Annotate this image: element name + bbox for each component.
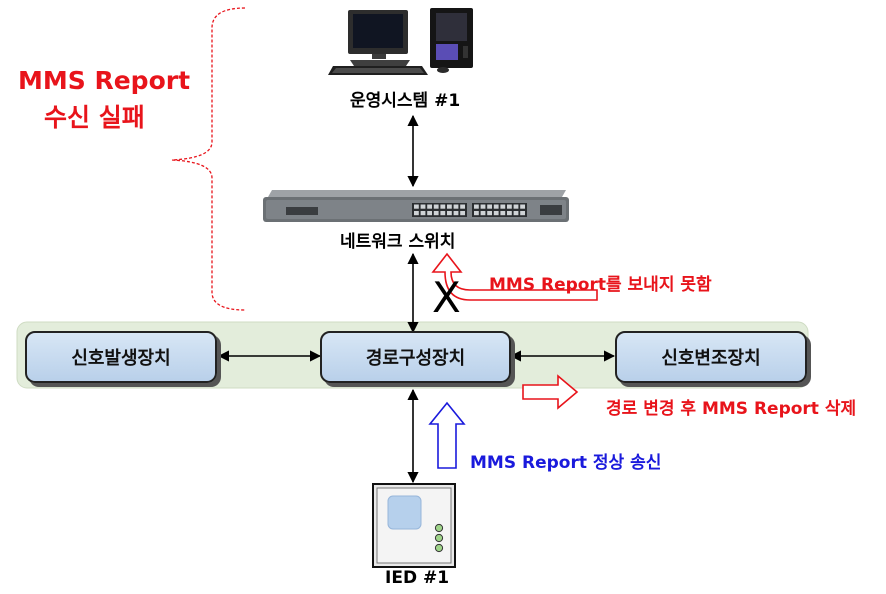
switch-port xyxy=(433,204,439,209)
operation-system-label: 운영시스템 #1 xyxy=(350,91,461,111)
switch-port xyxy=(513,204,519,209)
failure-title-line2: 수신 실패 xyxy=(44,103,145,132)
switch-port xyxy=(433,211,439,216)
switch-port xyxy=(447,211,452,216)
switch-port xyxy=(507,204,512,209)
switch-port xyxy=(500,211,506,216)
switch-port xyxy=(414,211,419,216)
switch-port xyxy=(474,211,479,216)
switch-port xyxy=(493,211,499,216)
signal-modulator-box: 신호변조장치 xyxy=(615,331,807,383)
switch-port xyxy=(520,211,525,216)
switch-ports xyxy=(414,204,525,216)
switch-port xyxy=(453,204,459,209)
normal-send-label: MMS Report 정상 송신 xyxy=(470,453,662,473)
ied-device-icon xyxy=(372,483,456,568)
switch-port xyxy=(427,211,432,216)
signal-generator-label: 신호발생장치 xyxy=(71,348,171,369)
failure-title-line1: MMS Report xyxy=(18,66,191,95)
path-config-label: 경로구성장치 xyxy=(365,348,466,369)
switch-port xyxy=(427,204,432,209)
delete-report-arrow xyxy=(522,374,579,410)
switch-port xyxy=(460,211,465,216)
switch-port xyxy=(487,211,492,216)
switch-port xyxy=(500,204,506,209)
normal-send-arrow xyxy=(428,401,466,469)
switch-port xyxy=(513,211,519,216)
switch-port xyxy=(493,204,499,209)
switch-port xyxy=(480,204,486,209)
delete-after-route-change-label: 경로 변경 후 MMS Report 삭제 xyxy=(606,399,857,419)
ied-label: IED #1 xyxy=(385,568,450,588)
signal-modulator-label: 신호변조장치 xyxy=(661,348,761,369)
desktop-computer-icon xyxy=(328,8,473,75)
failed-report-arrow xyxy=(431,252,598,301)
switch-port xyxy=(414,204,419,209)
network-switch-label: 네트워크 스위치 xyxy=(340,232,456,252)
switch-port xyxy=(440,204,446,209)
switch-port xyxy=(487,204,492,209)
blocked-mark: X xyxy=(432,273,461,322)
signal-generator-box: 신호발생장치 xyxy=(25,331,217,383)
switch-port xyxy=(520,204,525,209)
switch-port xyxy=(420,211,426,216)
switch-port xyxy=(453,211,459,216)
switch-port xyxy=(460,204,465,209)
failure-brace xyxy=(171,7,246,311)
switch-port xyxy=(474,204,479,209)
switch-port xyxy=(420,204,426,209)
cannot-send-label: MMS Report를 보내지 못함 xyxy=(489,275,712,295)
switch-port xyxy=(447,204,452,209)
switch-port xyxy=(507,211,512,216)
switch-port xyxy=(480,211,486,216)
switch-port xyxy=(440,211,446,216)
path-config-box: 경로구성장치 xyxy=(320,331,511,383)
